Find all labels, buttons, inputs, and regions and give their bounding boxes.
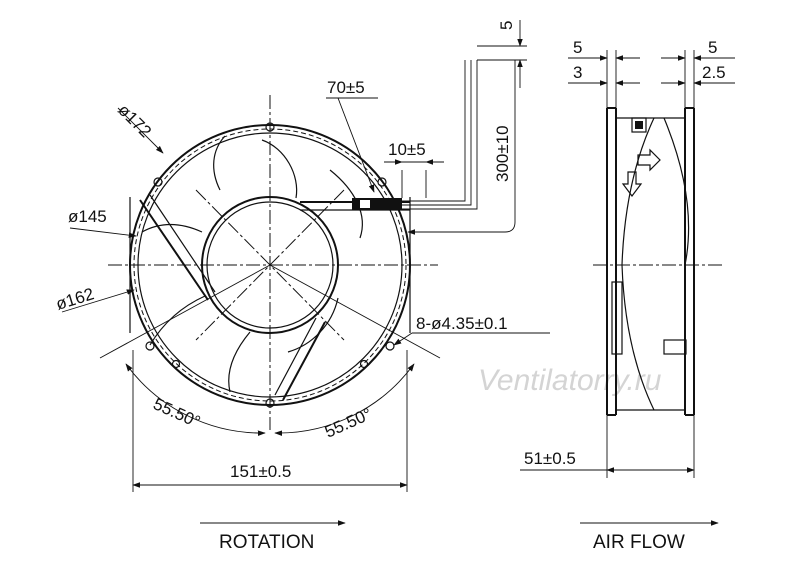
- side-tl-outer-label: 5: [573, 38, 582, 57]
- watermark-text: Ventilatorry.ru: [478, 364, 662, 397]
- mounting-hole-lower-right: [385, 341, 395, 351]
- blade-5: [149, 295, 206, 346]
- side-tr-inner-label: 2.5: [702, 63, 726, 82]
- angle-arc-left: [125, 363, 266, 436]
- blade-1: [261, 139, 298, 199]
- holes-leader: [393, 332, 413, 346]
- lead-length-label: 300±10: [493, 125, 512, 182]
- d172-leader: [117, 107, 164, 154]
- side-bracket: [611, 281, 623, 355]
- lead-offset-leader: [337, 97, 375, 193]
- side-motor-tab: [663, 339, 687, 355]
- side-airflow-arrow-down: [621, 171, 643, 197]
- airflow-caption: AIR FLOW: [593, 532, 685, 553]
- angle-left-label: 55.50°: [150, 394, 203, 431]
- cable-marker: [360, 200, 370, 208]
- d145-leader: [69, 227, 137, 238]
- hub-outer-circle: [201, 196, 339, 334]
- d172-label: ø172: [114, 100, 155, 141]
- lead-offset-label: 70±5: [327, 78, 365, 97]
- lead-wire-3: [402, 60, 478, 210]
- side-tr-outer-label: 5: [708, 38, 717, 57]
- angle-ray-right: [269, 264, 441, 359]
- angle-ray-left: [99, 264, 271, 359]
- d162-label: ø162: [54, 284, 97, 313]
- mounting-hole-lower-right-2: [359, 359, 369, 369]
- angle-right-label: 55.50°: [322, 404, 375, 441]
- lead-length-dimension: [407, 60, 516, 235]
- mounting-hole-upper-left: [153, 177, 163, 187]
- frame-inner-circle: [137, 132, 403, 398]
- side-tl-inner-label: 3: [573, 63, 582, 82]
- side-depth-label: 51±0.5: [524, 449, 576, 468]
- strut-upper-left-inner: [149, 194, 216, 293]
- hub-inner-circle: [206, 201, 334, 329]
- lead-wire-2: [402, 60, 472, 206]
- front-view: 5 300±10 10±5 70±5 ø172 ø145 ø162 8-ø4.3…: [54, 20, 550, 553]
- side-lead-clip-fill: [635, 121, 643, 129]
- mounting-hole-lower-left: [145, 341, 155, 351]
- lead-wire-1: [402, 60, 466, 202]
- rotation-caption: ROTATION: [219, 532, 314, 553]
- mounting-hole-bottom: [265, 398, 275, 408]
- side-lead-clip: [631, 117, 647, 133]
- lead-top-label: 5: [497, 21, 516, 30]
- lead-strip-label: 10±5: [388, 140, 426, 159]
- side-flange-left: [606, 107, 617, 416]
- mounting-hole-circle: [133, 128, 407, 402]
- blade-4: [228, 331, 251, 393]
- mounting-hole-lower-left-2: [171, 359, 181, 369]
- side-body-edges: [616, 117, 685, 411]
- side-airflow-arrow-right: [637, 148, 661, 172]
- mounting-hole-top: [265, 122, 275, 132]
- holes-label: 8-ø4.35±0.1: [416, 314, 508, 333]
- side-view: 5 3 5 2.5 51±0.5 AIR FLOW: [520, 38, 735, 553]
- side-body-curve-2: [663, 117, 690, 266]
- strut-upper-left: [139, 199, 209, 301]
- width-label: 151±0.5: [230, 462, 291, 481]
- d145-label: ø145: [68, 207, 107, 226]
- impeller-blades: [141, 135, 363, 393]
- d162-leader: [61, 289, 135, 313]
- blade-7: [213, 135, 226, 191]
- mounting-hole-upper-right: [377, 177, 387, 187]
- angle-arc-right: [274, 363, 415, 436]
- strut-lower-right-inner: [274, 317, 317, 396]
- cable-strain-relief: [352, 198, 402, 210]
- side-body-curve: [621, 117, 655, 411]
- side-flange-right: [684, 107, 695, 416]
